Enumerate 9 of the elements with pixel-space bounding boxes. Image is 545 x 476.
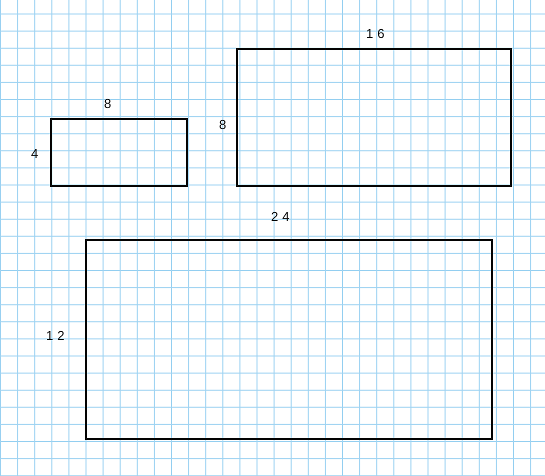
height-label: 4 [31,147,42,160]
rectangle [50,118,188,187]
height-label: 12 [46,329,68,342]
rectangle [236,48,512,187]
height-label: 8 [219,118,230,131]
width-label: 24 [271,210,294,223]
width-label: 8 [104,97,116,110]
rectangle [85,239,493,440]
width-label: 16 [366,27,388,40]
